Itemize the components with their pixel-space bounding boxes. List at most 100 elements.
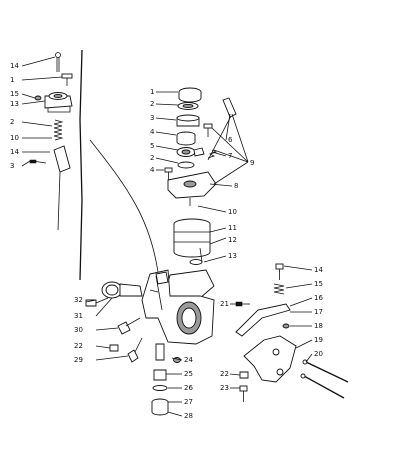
bore-inner [181,307,197,329]
cable-adjuster-part [176,131,196,146]
flange-gasket-part [165,269,215,301]
fibre-washer-part [152,385,168,391]
callout-label: 14 [10,62,19,70]
callout-label: 23 [220,384,229,392]
carburettor-body: 32 31 30 22 29 24 25 26 27 28 [74,269,215,420]
bracket-hole [276,368,284,376]
link-rods-part [300,359,349,399]
callout-label: 13 [228,252,237,260]
callout-label: 10 [228,208,237,216]
split-pin-part [55,52,61,72]
linkage-bracket-part [243,335,297,383]
callout-label: 6 [228,136,233,144]
callout-label: 24 [184,356,193,364]
adjusting-screw-part [239,385,248,402]
bracket-hole [272,348,280,356]
callout-label: 20 [314,350,323,358]
bottom-center-callout-labels: 24 25 26 27 28 [184,356,193,420]
throttle-lever-part [235,303,291,337]
right-callout-labels: 14 15 16 17 18 19 20 21 22 23 [220,266,323,392]
body-detail-lines [149,275,163,311]
inset-divider-line [79,49,83,281]
callout-label: 18 [314,322,323,330]
callout-label: 14 [10,148,19,156]
callout-label: 2 [150,100,154,108]
jet-holder-part [153,369,167,381]
callout-label: 19 [314,336,323,344]
top-callout-labels: 1 2 3 4 5 2 4 6 7 8 9 10 11 12 13 [150,88,254,260]
small-washer-part [34,95,42,101]
callout-label: 22 [220,370,229,378]
inset-leader-lines [21,56,63,167]
callout-label: 17 [314,308,323,316]
callout-label: 21 [220,300,229,308]
callout-label: 29 [74,356,83,364]
locknut-part [176,114,200,127]
bottom-center-leader-lines [166,357,183,417]
callout-label: 3 [10,162,14,170]
small-screw-part [164,167,173,180]
callout-label: 32 [74,296,83,304]
callout-label: 15 [10,90,19,98]
float-chamber-cap-part [44,92,73,113]
callout-label: 5 [150,142,154,150]
top-assembly: 1 2 3 4 5 2 4 6 7 8 9 10 11 12 13 [89,87,254,273]
spring-part [53,119,64,141]
top-cap-nut-part [178,87,202,103]
jet-stack [151,343,181,416]
throttle-stop-screw-part [127,337,143,363]
callout-label: 16 [314,294,323,302]
top-leader-lines [155,91,249,263]
callout-label: 3 [150,114,154,122]
pilot-air-screw-part [117,317,141,335]
return-spring-part [273,283,285,295]
callout-label: 12 [228,236,237,244]
callout-label: 7 [228,152,232,160]
callout-label: 4 [150,128,155,136]
inset-callout-labels: 14 1 15 13 2 10 14 3 [10,62,19,170]
callout-label: 13 [10,100,19,108]
clamp-bolt-part [85,297,109,307]
fuel-feed-line [89,139,159,273]
drain-plug-part [151,402,169,416]
screw-part [203,123,213,137]
tickler-plunger-part [207,97,237,161]
throttle-slide-part [173,218,211,258]
small-nut-part [239,371,249,379]
bottom-left-leader-lines [85,297,129,361]
bottom-left-callout-labels: 32 31 30 22 29 [74,296,83,364]
needle-clip-part [189,259,203,265]
callout-label: 2 [10,118,14,126]
lever-washer-part [282,323,290,329]
washer-part [177,161,195,169]
mixing-chamber-top-part [167,171,217,206]
callout-label: 1 [10,76,14,84]
linkage-group: 14 15 16 17 18 19 20 21 22 23 [220,263,349,402]
right-leader-lines [229,265,313,389]
small-nut-part [109,344,119,352]
callout-label: 2 [150,154,154,162]
callout-label: 8 [234,182,238,190]
callout-label: 31 [74,312,83,320]
callout-label: 28 [184,412,193,420]
small-screw-part [235,301,250,307]
pivot-bolt-part [275,263,284,280]
callout-label: 15 [314,280,323,288]
chamber-stub [155,271,169,285]
needle-jet-part [155,343,165,361]
callout-label: 22 [74,342,83,350]
callout-label: 26 [184,384,193,392]
callout-label: 11 [228,224,237,232]
callout-label: 1 [150,88,154,96]
banjo-fitting-part [176,147,205,157]
inset-float-chamber: 14 1 15 13 2 10 14 3 [10,49,83,281]
needle-pin-part [29,159,47,164]
callout-label: 27 [184,398,193,406]
intake-clamp-part [101,281,143,299]
callout-label: 9 [250,159,254,167]
cap-screw-part [61,73,73,86]
callout-label: 30 [74,326,83,334]
washer-hole [182,103,194,109]
float-needle-part [53,145,71,231]
